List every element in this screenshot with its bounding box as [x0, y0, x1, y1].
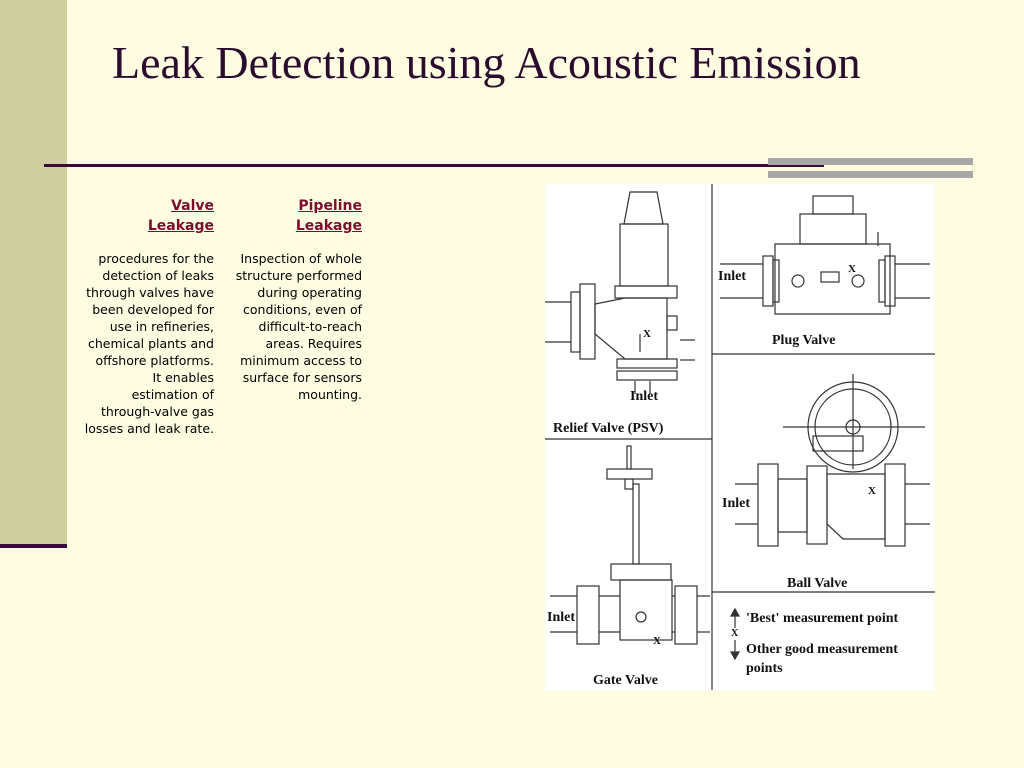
pipeline-heading-line2: Leakage — [295, 218, 362, 234]
gate-valve-drawing — [550, 445, 710, 645]
accent-bar-bottom — [768, 171, 973, 178]
ball-inlet-label: Inlet — [722, 496, 750, 511]
legend-other-points-line1: Other good measurement — [746, 642, 898, 657]
ball-best-point-marker: X — [868, 485, 876, 497]
valve-leakage-column: Valve Leakage procedures for the detecti… — [84, 196, 214, 437]
pipeline-leakage-heading[interactable]: Pipeline Leakage — [232, 196, 362, 236]
relief-valve-drawing — [545, 191, 695, 394]
legend-best-marker: X — [731, 628, 739, 639]
ball-valve-drawing — [735, 374, 930, 547]
left-decorative-band — [0, 0, 67, 544]
gate-inlet-label: Inlet — [547, 610, 575, 625]
gate-best-point-marker: X — [653, 635, 661, 647]
relief-valve-label: Relief Valve (PSV) — [553, 421, 664, 436]
valve-leakage-text: procedures for the detection of leaks th… — [84, 251, 214, 436]
pipeline-leakage-text: Inspection of whole structure performed … — [235, 251, 362, 402]
pipeline-heading-line1: Pipeline — [298, 198, 362, 214]
accent-bar-top — [768, 158, 973, 165]
valve-leakage-heading[interactable]: Valve Leakage — [84, 196, 214, 236]
pipeline-leakage-column: Pipeline Leakage Inspection of whole str… — [232, 196, 362, 403]
gate-valve-label: Gate Valve — [593, 673, 658, 688]
legend-arrows — [729, 607, 741, 661]
valve-diagram-svg: Relief Valve (PSV) Inlet Plug Valve Inle… — [545, 184, 935, 690]
valve-heading-line1: Valve — [171, 198, 214, 214]
plug-best-point-marker: X — [848, 263, 856, 275]
relief-best-point-marker: X — [643, 328, 651, 340]
valve-heading-line2: Leakage — [147, 218, 214, 234]
title-divider — [44, 164, 824, 167]
plug-valve-label: Plug Valve — [772, 333, 835, 348]
valve-measurement-diagram: Relief Valve (PSV) Inlet Plug Valve Inle… — [545, 184, 935, 690]
plug-inlet-label: Inlet — [718, 269, 746, 284]
legend-other-points-line2: points — [746, 661, 783, 676]
ball-valve-label: Ball Valve — [787, 576, 847, 591]
plug-valve-drawing — [720, 195, 930, 315]
slide-title: Leak Detection using Acoustic Emission — [112, 37, 861, 88]
relief-inlet-label: Inlet — [630, 389, 658, 404]
legend-best-point: 'Best' measurement point — [746, 611, 899, 626]
left-band-underline — [0, 544, 67, 548]
